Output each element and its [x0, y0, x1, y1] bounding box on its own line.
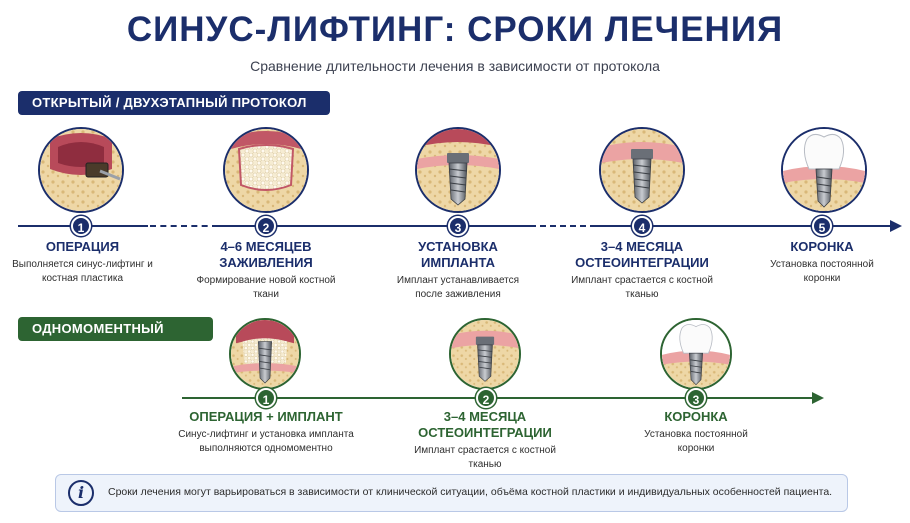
open-step-4-number: 4: [632, 216, 652, 236]
info-icon: i: [68, 480, 94, 506]
info-note-text: Сроки лечения могут варьироваться в зави…: [108, 486, 833, 498]
bone-graft-icon: [223, 127, 309, 213]
open-step-4: 3–4 МЕСЯЦА ОСТЕОИНТЕГРАЦИИ Имплант сраст…: [567, 239, 717, 302]
sinus-implant-icon: [229, 318, 301, 390]
open-timeline-dashed-1: [150, 225, 218, 227]
page-subtitle: Сравнение длительности лечения в зависим…: [250, 58, 660, 74]
single-step-3-desc: Установка постоянной коронки: [644, 429, 748, 454]
open-timeline-segment-3: [596, 225, 892, 227]
info-note: i Сроки лечения могут варьироваться в за…: [55, 474, 848, 512]
open-step-1-number: 1: [71, 216, 91, 236]
open-timeline-arrow-icon: [890, 220, 902, 232]
page-title: СИНУС-ЛИФТИНГ: СРОКИ ЛЕЧЕНИЯ: [126, 10, 784, 49]
open-step-2-number: 2: [256, 216, 276, 236]
open-step-5-desc: Установка постоянной коронки: [770, 259, 874, 284]
open-step-5-title: КОРОНКА: [790, 239, 854, 254]
single-protocol-banner: ОДНОМОМЕНТНЫЙ ПРОТОКОЛ: [18, 317, 213, 360]
open-timeline-segment-2: [218, 225, 530, 227]
open-step-4-title: 3–4 МЕСЯЦА ОСТЕОИНТЕГРАЦИИ: [575, 239, 709, 270]
single-step-1-number: 1: [256, 388, 276, 408]
open-timeline-dashed-2: [530, 225, 596, 227]
single-step-2-title: 3–4 МЕСЯЦА ОСТЕОИНТЕГРАЦИИ: [418, 409, 552, 440]
open-step-5-number: 5: [812, 216, 832, 236]
open-step-2-desc: Формирование новой костной ткани: [196, 275, 336, 300]
single-step-2-number: 2: [476, 388, 496, 408]
open-step-3: УСТАНОВКА ИМПЛАНТА Имплант устанавливает…: [383, 239, 533, 302]
open-step-3-number: 3: [448, 216, 468, 236]
open-step-2: 4–6 МЕСЯЦЕВ ЗАЖИВЛЕНИЯ Формирование ново…: [196, 239, 336, 302]
crown-icon: [660, 318, 732, 390]
open-step-5: КОРОНКА Установка постоянной коронки: [752, 239, 892, 286]
single-step-1-desc: Синус-лифтинг и установка импланта выпол…: [178, 429, 354, 454]
open-step-1: ОПЕРАЦИЯ Выполняется синус-лифтинг и кос…: [10, 239, 155, 286]
single-step-3: КОРОНКА Установка постоянной коронки: [626, 409, 766, 456]
open-step-1-title: ОПЕРАЦИЯ: [45, 239, 120, 254]
implant-icon: [415, 127, 501, 213]
open-step-2-title: 4–6 МЕСЯЦЕВ ЗАЖИВЛЕНИЯ: [219, 239, 313, 270]
single-step-3-title: КОРОНКА: [664, 409, 728, 424]
open-step-4-desc: Имплант срастается с костной тканью: [571, 275, 713, 300]
single-timeline: [182, 397, 814, 399]
implant-integration-icon: [449, 318, 521, 390]
single-step-3-number: 3: [686, 388, 706, 408]
sinus-surgery-icon: [38, 127, 124, 213]
single-step-2-desc: Имплант срастается с костной тканью: [414, 445, 556, 470]
single-step-2: 3–4 МЕСЯЦА ОСТЕОИНТЕГРАЦИИ Имплант сраст…: [410, 409, 560, 472]
open-protocol-banner: ОТКРЫТЫЙ / ДВУХЭТАПНЫЙ ПРОТОКОЛ: [18, 91, 330, 115]
open-step-1-desc: Выполняется синус-лифтинг и костная плас…: [12, 259, 153, 284]
single-step-1-title: ОПЕРАЦИЯ + ИМПЛАНТ: [189, 409, 343, 424]
open-step-3-desc: Имплант устанавливается после заживления: [396, 275, 520, 300]
crown-icon: [781, 127, 867, 213]
single-timeline-arrow-icon: [812, 392, 824, 404]
implant-integration-icon: [599, 127, 685, 213]
single-step-1: ОПЕРАЦИЯ + ИМПЛАНТ Синус-лифтинг и устан…: [176, 409, 356, 456]
open-step-3-title: УСТАНОВКА ИМПЛАНТА: [418, 239, 498, 270]
